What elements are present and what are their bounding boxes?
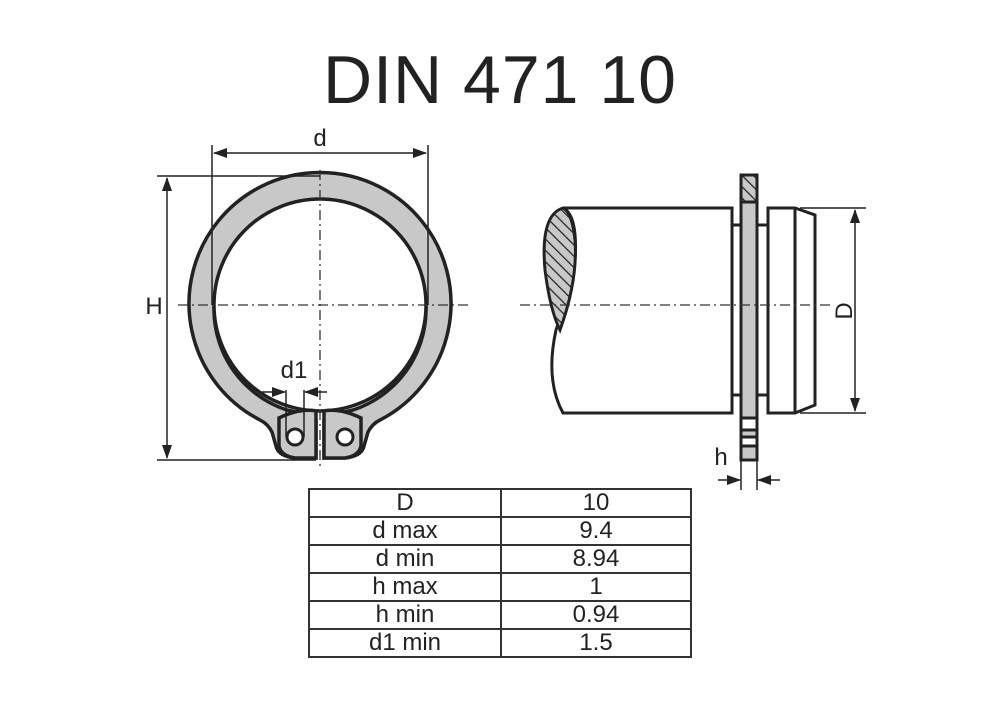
value-cell: 0.94 bbox=[500, 600, 692, 630]
value-cell: 8.94 bbox=[500, 544, 692, 574]
shaft-side-view bbox=[542, 173, 817, 462]
value-cell: 1.5 bbox=[500, 628, 692, 658]
param-cell: d1 min bbox=[308, 628, 502, 658]
param-cell: D bbox=[308, 488, 502, 518]
table-row: d1 min 1.5 bbox=[308, 628, 692, 658]
label-d: d bbox=[313, 125, 326, 152]
table-row: d min 8.94 bbox=[308, 544, 692, 574]
value-cell: 9.4 bbox=[500, 516, 692, 546]
dimension-D bbox=[800, 207, 866, 414]
dimension-d bbox=[211, 145, 429, 305]
label-h: h bbox=[714, 444, 727, 471]
table-row: D 10 bbox=[308, 488, 692, 518]
table-row: d max 9.4 bbox=[308, 516, 692, 546]
label-D: D bbox=[831, 302, 858, 319]
value-cell: 10 bbox=[500, 488, 692, 518]
table-row: h min 0.94 bbox=[308, 600, 692, 630]
param-cell: h min bbox=[308, 600, 502, 630]
table-row: h max 1 bbox=[308, 572, 692, 602]
lug-hole-left bbox=[285, 427, 305, 447]
param-cell: d max bbox=[308, 516, 502, 546]
spec-table: D 10 d max 9.4 d min 8.94 h max 1 h min … bbox=[308, 488, 692, 658]
page-title: DIN 471 10 bbox=[323, 42, 677, 118]
label-H: H bbox=[145, 293, 162, 320]
param-cell: h max bbox=[308, 572, 502, 602]
center-lines-front bbox=[178, 170, 470, 468]
lug-hole-right bbox=[335, 427, 355, 447]
dimension-H bbox=[157, 175, 320, 461]
label-d1: d1 bbox=[281, 357, 308, 384]
dimension-h bbox=[718, 460, 780, 490]
value-cell: 1 bbox=[500, 572, 692, 602]
param-cell: d min bbox=[308, 544, 502, 574]
